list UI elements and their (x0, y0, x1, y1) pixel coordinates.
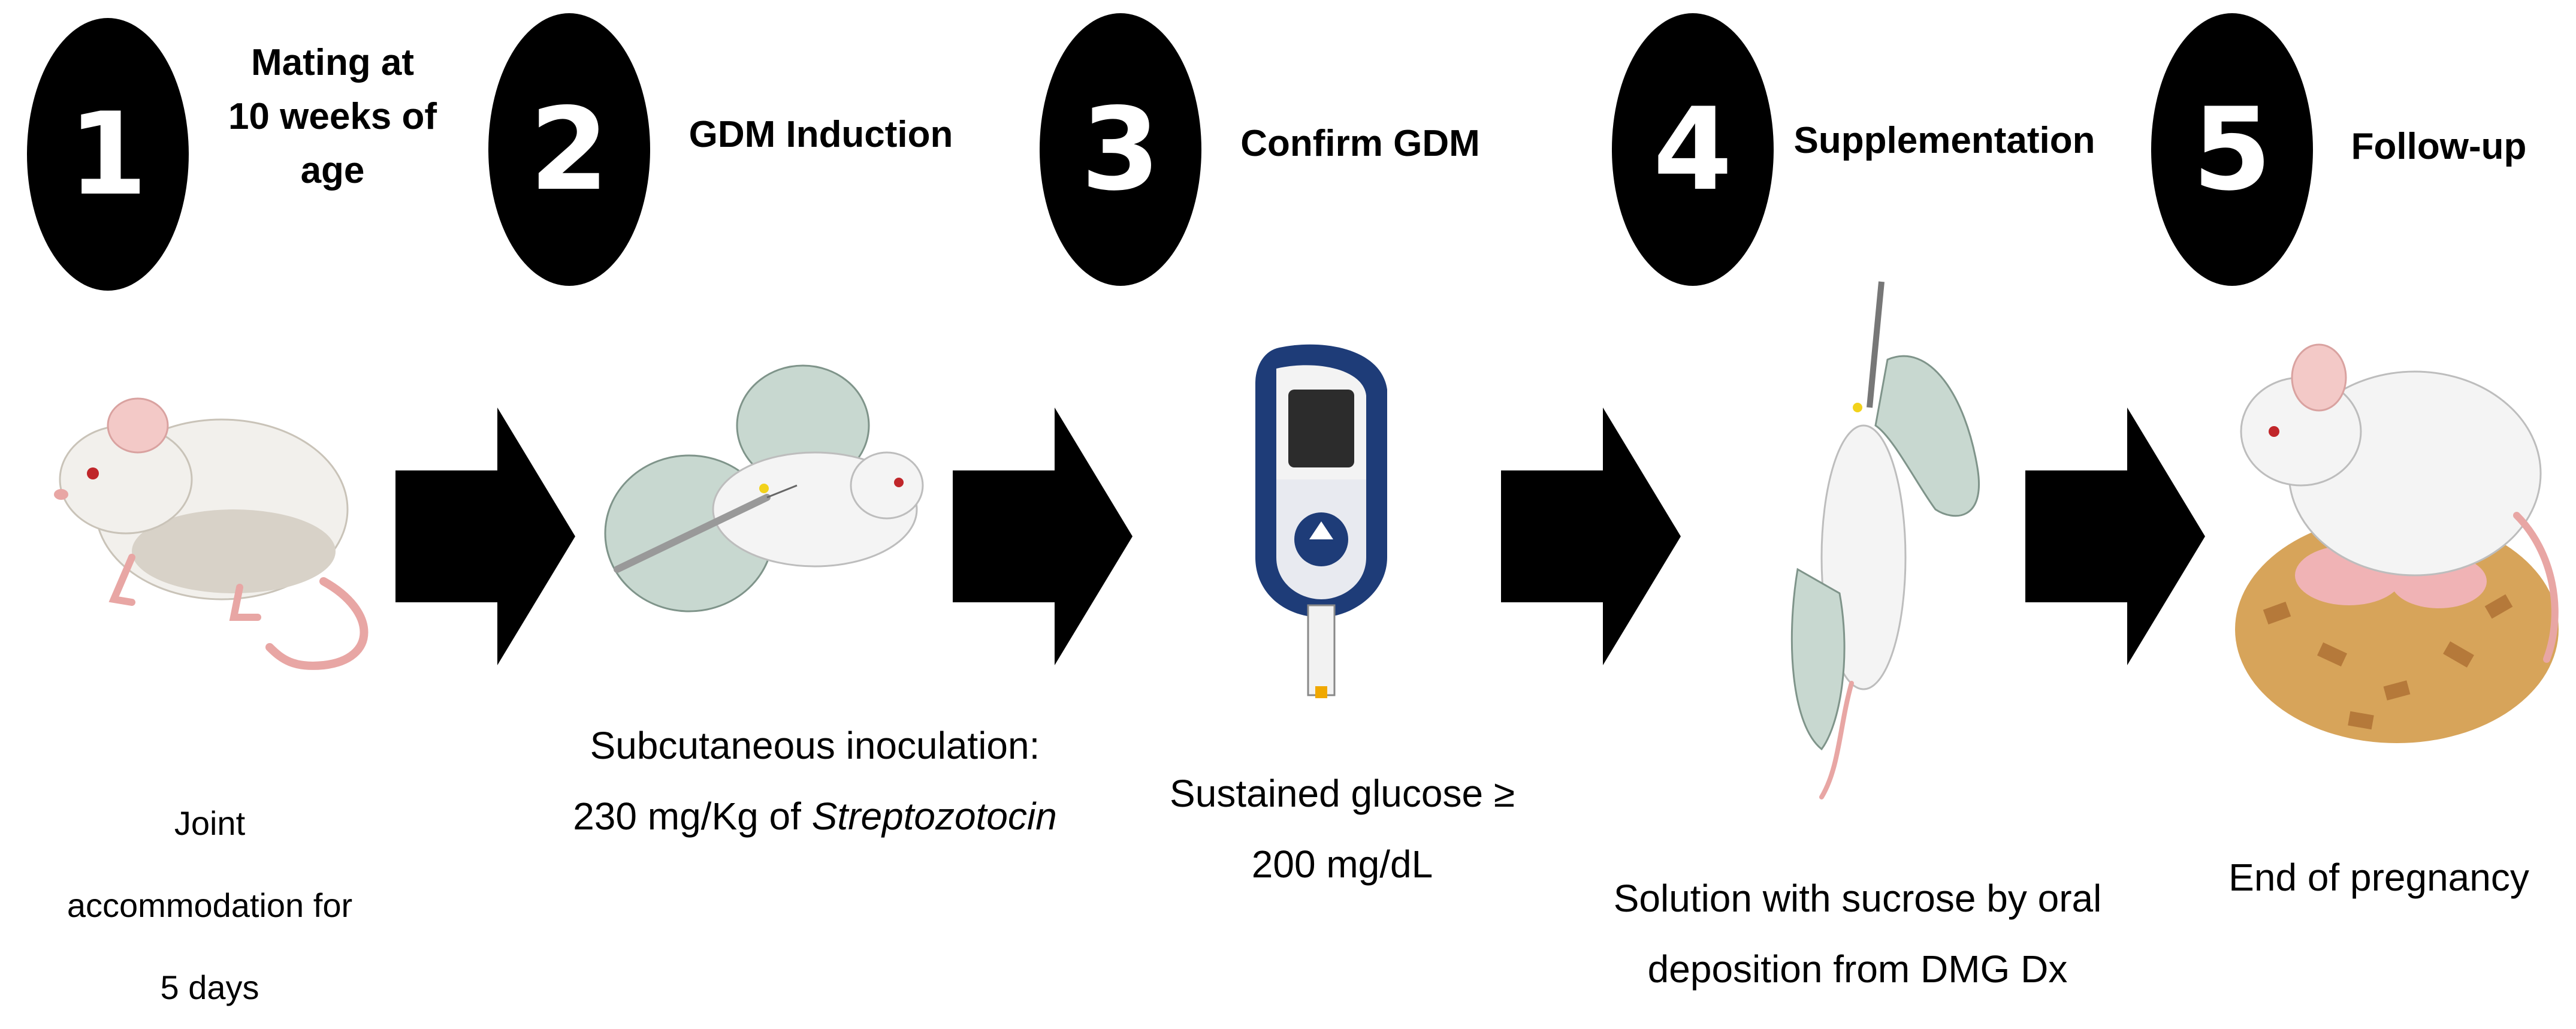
arrow-4-to-5 (2025, 408, 2205, 665)
step-4-title: Supplementation (1783, 114, 2106, 168)
step-4-description-line: Solution with sucrose by oral (1613, 877, 2102, 920)
step-2-description: Subcutaneous inoculation: 230 mg/Kg of S… (491, 710, 1138, 852)
step-1-circle: 1 (27, 18, 189, 291)
step-1-number: 1 (68, 87, 148, 221)
nesting-mouse-illustration (2235, 343, 2559, 743)
step-3-circle: 3 (1040, 13, 1201, 286)
step-5-description-line: End of pregnancy (2228, 856, 2529, 899)
step-1-description: Joint accommodation for 5 days (36, 782, 383, 1029)
injection-illustration (604, 364, 924, 612)
step-5-title: Follow-up (2319, 120, 2559, 174)
step-2-description-line: Subcutaneous inoculation: (590, 724, 1040, 767)
mouse-illustration (54, 397, 369, 670)
step-4-circle: 4 (1612, 13, 1774, 286)
step-1-title-line: 10 weeks of (228, 95, 437, 137)
arrow-1-to-2 (395, 408, 575, 665)
step-5-description: End of pregnancy (2193, 842, 2565, 913)
step-3-title: Confirm GDM (1210, 117, 1510, 171)
step-5-circle: 5 (2151, 13, 2313, 286)
step-4-description-line: deposition from DMG Dx (1647, 947, 2068, 991)
step-1-description-line: Joint (174, 804, 246, 842)
step-3-number: 3 (1080, 83, 1161, 216)
step-2-circle: 2 (488, 13, 650, 286)
arrow-2-to-3 (953, 408, 1133, 665)
step-5-title-line: Follow-up (2351, 126, 2527, 167)
step-1-description-line: 5 days (160, 968, 259, 1007)
step-1-title-line: age (300, 149, 365, 191)
step-5-number: 5 (2192, 83, 2272, 216)
step-4-description: Solution with sucrose by oral deposition… (1558, 863, 2157, 1005)
arrow-3-to-4 (1501, 408, 1681, 665)
step-2-description-line-2: 230 mg/Kg of Streptozotocin (491, 781, 1138, 852)
step-2-title-line: GDM Induction (688, 114, 953, 155)
glucose-meter-illustration (1255, 344, 1387, 698)
step-4-title-line: Supplementation (1793, 120, 2095, 161)
step-1-title-line: Mating at (250, 42, 415, 83)
step-3-description-line: Sustained glucose ≥ (1170, 772, 1515, 815)
step-2-title: GDM Induction (665, 108, 977, 162)
step-3-description-line: 200 mg/dL (1251, 843, 1433, 886)
step-1-description-line: accommodation for (67, 886, 353, 925)
step-4-number: 4 (1653, 83, 1733, 216)
step-2-description-prefix: 230 mg/Kg of (573, 795, 812, 838)
oral-deposition-illustration (1790, 281, 1980, 799)
step-3-title-line: Confirm GDM (1240, 123, 1480, 164)
step-1-title: Mating at 10 weeks of age (207, 36, 458, 198)
step-2-number: 2 (529, 83, 609, 216)
step-3-description: Sustained glucose ≥ 200 mg/dL (1115, 758, 1570, 900)
step-2-description-drug: Streptozotocin (811, 795, 1057, 838)
